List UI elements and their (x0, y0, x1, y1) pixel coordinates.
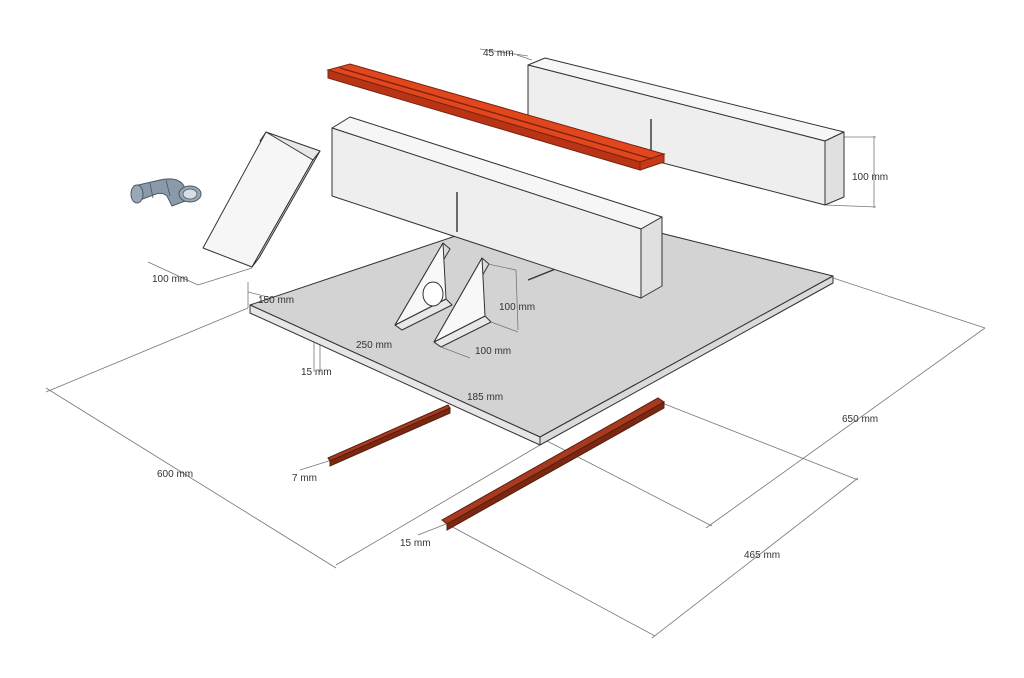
label-back-fence-height: 100 mm (852, 172, 888, 183)
label-gusset-height: 100 mm (499, 302, 535, 313)
label-brace-spacing: 250 mm (356, 340, 392, 351)
gusset-dim-base (440, 346, 471, 359)
baseboard-right-edge (539, 275, 834, 446)
runner-strip-small (327, 404, 451, 467)
label-board-thickness: 15 mm (301, 367, 332, 378)
dimension-labels: 45 mm 100 mm 100 mm 150 mm 15 mm 250 mm … (152, 48, 888, 561)
rail-groove (339, 67, 653, 160)
baseboard (249, 204, 834, 446)
label-strip-thickness-small: 7 mm (292, 473, 317, 484)
side-panel (202, 131, 321, 268)
runner-strip-large (441, 397, 665, 531)
rail-end (639, 153, 665, 171)
label-side-panel-width: 100 mm (152, 274, 188, 285)
front-fence-block (331, 116, 663, 299)
side-panel-face (202, 131, 314, 268)
label-board-edge-offset: 150 mm (258, 295, 294, 306)
dust-port-hole (422, 281, 444, 307)
gusset-dim-base2 (490, 321, 519, 333)
back-fence-block (527, 57, 845, 206)
board-rod (527, 267, 559, 281)
gusset-dim-right (515, 269, 519, 331)
gusset-dim-top (487, 263, 517, 271)
label-runner-length: 465 mm (744, 550, 780, 561)
back-fence-end (824, 131, 845, 206)
front-fence-end (640, 216, 663, 299)
t-track-rail (326, 63, 666, 171)
label-fence-offset: 185 mm (467, 392, 503, 403)
side-panel-right-edge (251, 150, 321, 268)
label-board-width: 600 mm (157, 469, 193, 480)
label-board-depth: 650 mm (842, 414, 878, 425)
label-strip-thickness-large: 15 mm (400, 538, 431, 549)
gusset-left (394, 242, 453, 331)
pipe-elbow-icon (130, 178, 202, 207)
label-back-fence-thickness: 45 mm (483, 48, 514, 59)
label-gusset-base: 100 mm (475, 346, 511, 357)
